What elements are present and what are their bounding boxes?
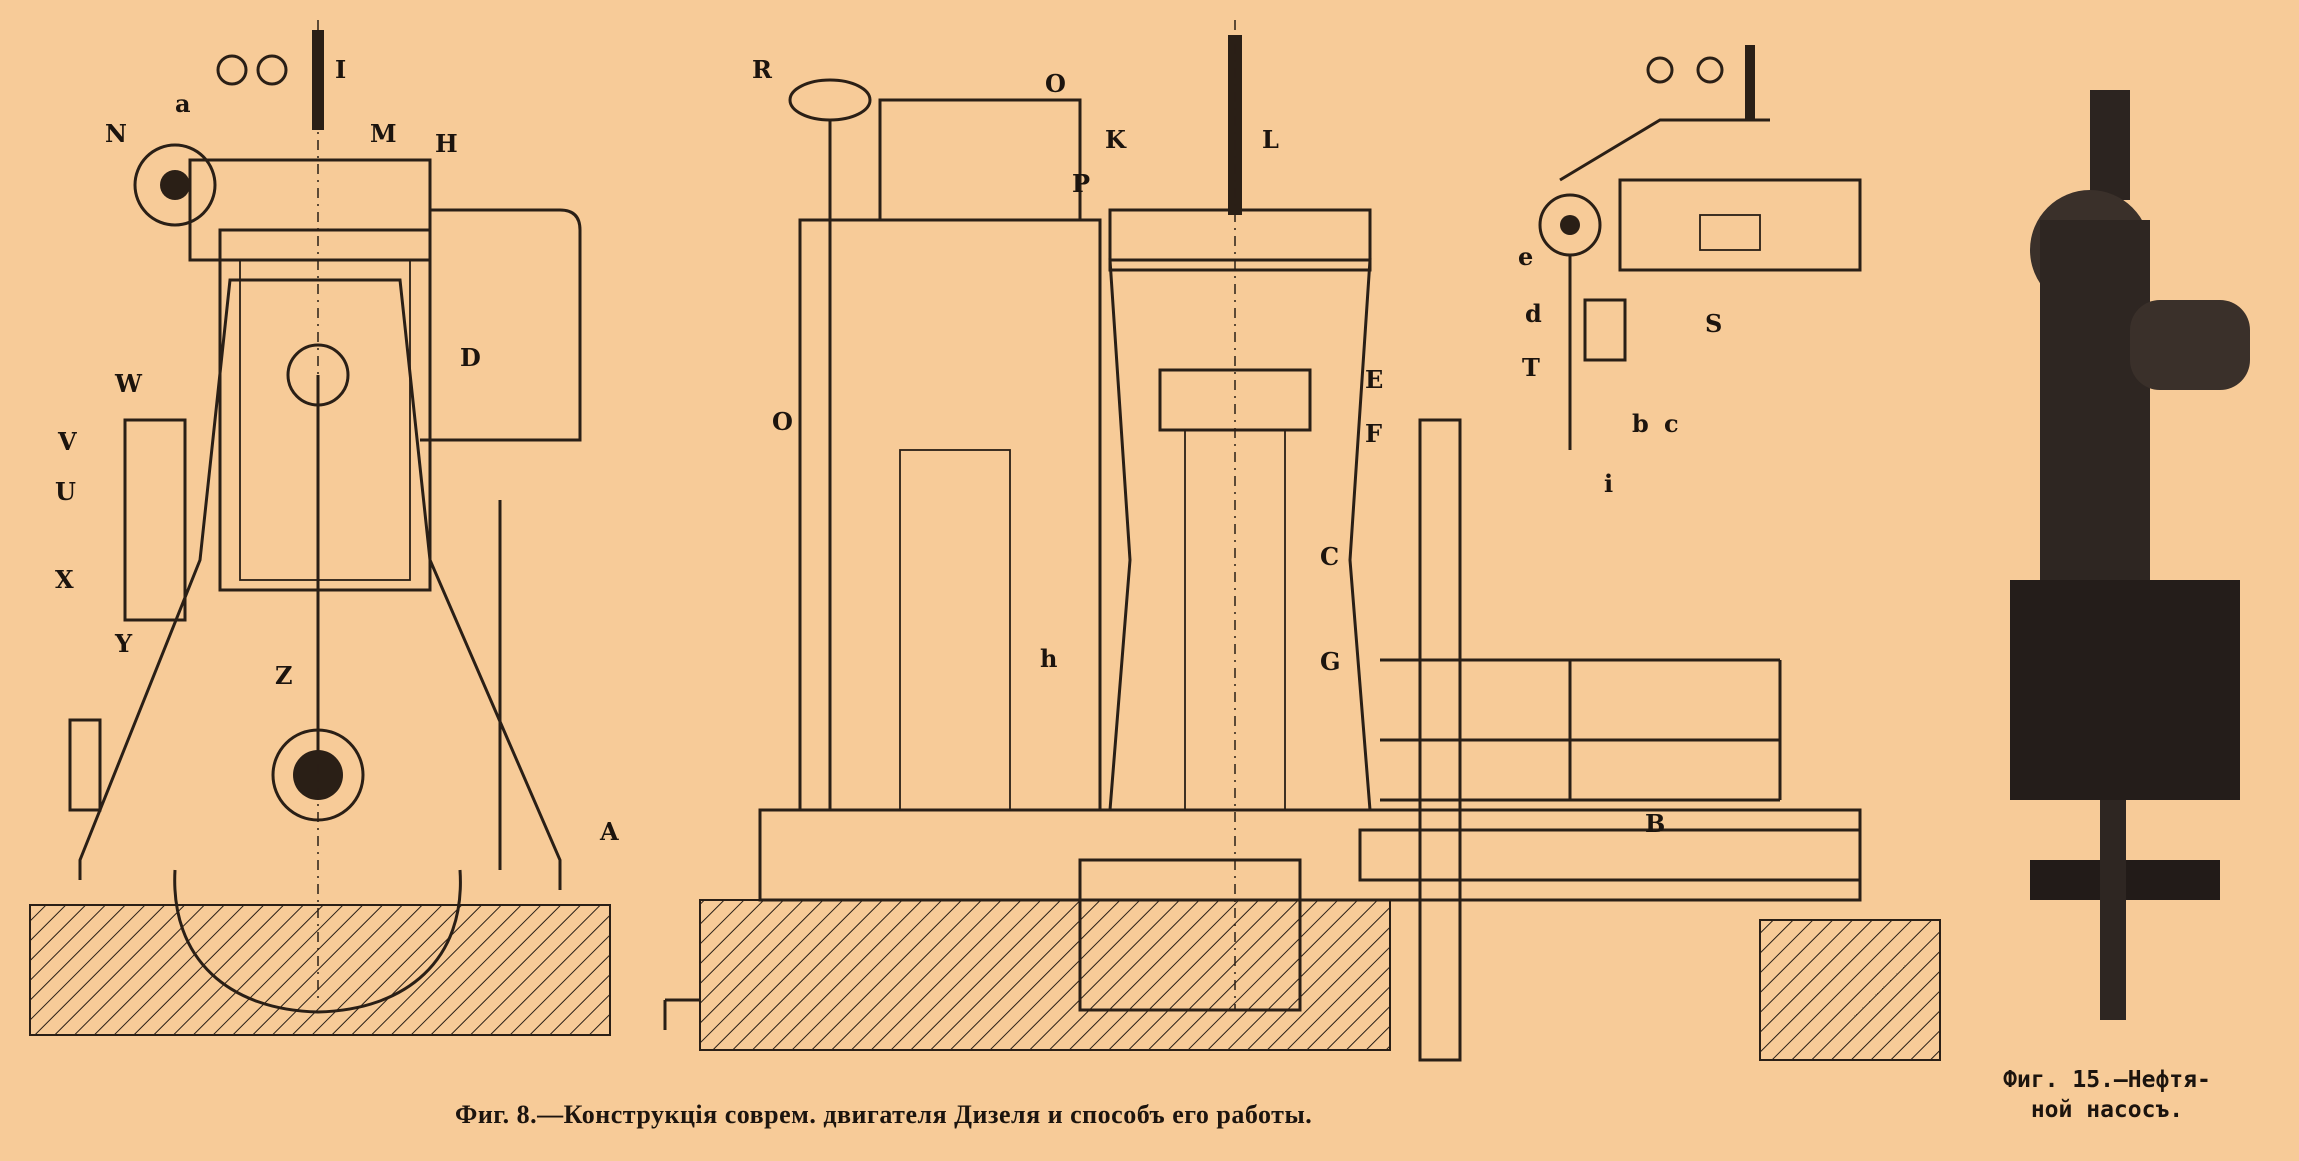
label-d: d — [1525, 299, 1542, 328]
cylinder-head — [188, 158, 432, 262]
label-H: H — [435, 129, 458, 158]
label-i: i — [1604, 469, 1613, 498]
label-Z: Z — [275, 661, 293, 690]
cylinder — [218, 228, 432, 592]
label-b: b — [1632, 409, 1649, 438]
label-X: X — [55, 565, 74, 594]
label-W: W — [114, 369, 143, 398]
label-I: I — [335, 55, 346, 84]
fuel-valve — [312, 30, 324, 130]
label-E: E — [1365, 365, 1383, 394]
label-O-left: O — [772, 407, 793, 436]
label-Y: Y — [114, 629, 133, 658]
part-labels-detail: e S d T b c i — [1518, 242, 1722, 498]
label-B: B — [1645, 809, 1665, 838]
label-D: D — [460, 343, 481, 372]
figure-15-caption-line1: Фиг. 15.—Нефтя- — [2003, 1067, 2211, 1093]
figure-15-caption-line2: ной насосъ. — [2030, 1097, 2184, 1123]
air-pipe — [420, 208, 582, 442]
crankcase-bottom — [173, 869, 462, 1014]
foundation-left — [29, 904, 611, 1036]
label-C: C — [1320, 542, 1339, 571]
foundation-middle — [699, 899, 1391, 1051]
label-U: U — [55, 477, 76, 506]
handwheel-R — [788, 78, 872, 122]
governor-housing — [899, 449, 1011, 811]
frame-column-left — [798, 218, 1102, 810]
label-h: h — [1040, 644, 1057, 673]
valve-gear-box — [878, 98, 1082, 222]
bedplate — [758, 808, 1862, 902]
air-pump — [123, 418, 187, 622]
label-S: S — [1705, 309, 1722, 338]
part-labels-middle: R O K L P O E F C G h B — [752, 55, 1665, 838]
crankshaft-B — [1358, 828, 1862, 882]
railing — [1380, 658, 1782, 802]
fuel-valve-detail — [1538, 45, 1862, 450]
oil-pump-photo — [2010, 90, 2250, 1020]
label-G: G — [1320, 647, 1341, 676]
engine-side-elevation — [663, 20, 1941, 1062]
label-c: c — [1664, 409, 1679, 438]
label-R: R — [752, 55, 773, 84]
label-K: K — [1105, 125, 1127, 154]
label-T: T — [1522, 353, 1540, 382]
label-V: V — [57, 427, 77, 456]
label-L: L — [1262, 125, 1279, 154]
cylinder-frame — [1108, 258, 1372, 811]
engine-end-section — [29, 20, 611, 1036]
part-labels-left: I a M N H D W V U X Y Z A — [55, 55, 619, 846]
cam-wheel — [133, 143, 217, 227]
label-a: a — [175, 89, 191, 118]
label-P: P — [1072, 169, 1090, 198]
label-A: A — [599, 817, 619, 846]
label-M: M — [370, 119, 397, 148]
figure-8-caption: Фиг. 8.—Конструкція соврем. двигателя Ди… — [455, 1100, 1313, 1129]
label-F: F — [1365, 419, 1382, 448]
label-N: N — [105, 119, 127, 148]
crank-pit — [1078, 858, 1302, 1012]
label-O-top: O — [1045, 69, 1066, 98]
figure-15-caption: Фиг. 15.—Нефтя- ной насосъ. — [1982, 1065, 2232, 1125]
label-e: e — [1518, 242, 1533, 271]
